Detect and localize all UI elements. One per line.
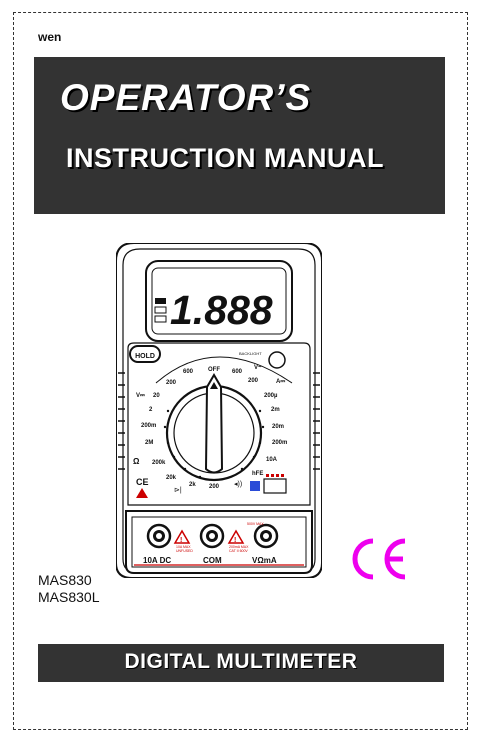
svg-text:200m: 200m bbox=[141, 423, 156, 429]
svg-text:2: 2 bbox=[149, 407, 153, 413]
svg-text:UNFUSED: UNFUSED bbox=[176, 549, 193, 553]
title-banner: OPERATOR’S INSTRUCTION MANUAL bbox=[34, 57, 445, 214]
svg-text:20: 20 bbox=[153, 393, 160, 399]
svg-text:CAT II 600V: CAT II 600V bbox=[229, 549, 248, 553]
svg-text:200: 200 bbox=[209, 484, 220, 490]
terminal-v-label: VΩmA bbox=[252, 556, 277, 565]
digital-multimeter-title: DIGITAL MULTIMETER bbox=[124, 650, 358, 673]
svg-text:⊳|: ⊳| bbox=[174, 487, 182, 494]
svg-text:V⎓: V⎓ bbox=[136, 393, 145, 399]
operators-title: OPERATOR’S bbox=[60, 77, 312, 118]
terminal-10a-label: 10A DC bbox=[143, 556, 171, 565]
instruction-manual-title: INSTRUCTION MANUAL bbox=[66, 143, 384, 173]
svg-text:200m: 200m bbox=[272, 440, 287, 446]
svg-text:200µ: 200µ bbox=[264, 393, 278, 399]
footer-banner: DIGITAL MULTIMETER bbox=[38, 644, 444, 682]
svg-text:hFE: hFE bbox=[252, 471, 263, 477]
terminal-com-label: COM bbox=[203, 556, 222, 565]
svg-text:CE: CE bbox=[136, 477, 149, 487]
svg-text:!: ! bbox=[180, 537, 182, 544]
svg-text:Ω: Ω bbox=[133, 457, 140, 466]
svg-text:600: 600 bbox=[232, 369, 243, 375]
model-number-2: MAS830L bbox=[38, 589, 100, 605]
svg-text:2k: 2k bbox=[189, 482, 196, 488]
svg-text:2M: 2M bbox=[145, 440, 153, 446]
svg-text:200k: 200k bbox=[152, 460, 166, 466]
multimeter-illustration: 1.888 HOLD BACKLIGHT OFF 600 200 V⎓ 20 2… bbox=[116, 243, 322, 578]
svg-text:OFF: OFF bbox=[208, 367, 220, 373]
svg-text:A⎓: A⎓ bbox=[276, 379, 285, 385]
svg-text:500V MAX: 500V MAX bbox=[247, 522, 264, 526]
model-number-1: MAS830 bbox=[38, 572, 92, 588]
svg-text:10A MAX: 10A MAX bbox=[176, 545, 191, 549]
svg-text:!: ! bbox=[234, 537, 236, 544]
backlight-label: BACKLIGHT bbox=[239, 351, 262, 356]
svg-text:200: 200 bbox=[248, 378, 259, 384]
svg-text:20k: 20k bbox=[166, 475, 177, 481]
svg-text:2m: 2m bbox=[271, 407, 280, 413]
brand-text: wen bbox=[38, 30, 62, 44]
svg-text:200mA MAX: 200mA MAX bbox=[229, 545, 249, 549]
ce-mark-icon bbox=[352, 538, 406, 580]
hold-button bbox=[129, 345, 161, 363]
svg-text:◂)): ◂)) bbox=[234, 481, 242, 488]
svg-text:600: 600 bbox=[183, 369, 194, 375]
lcd-display-digits: 1.888 bbox=[170, 287, 273, 333]
backlight-button bbox=[268, 351, 286, 369]
svg-text:V~: V~ bbox=[254, 365, 262, 371]
svg-text:20m: 20m bbox=[272, 424, 284, 430]
svg-text:200: 200 bbox=[166, 380, 177, 386]
hold-label: HOLD bbox=[135, 353, 155, 360]
page-border bbox=[13, 12, 468, 730]
svg-text:10A: 10A bbox=[266, 457, 278, 463]
